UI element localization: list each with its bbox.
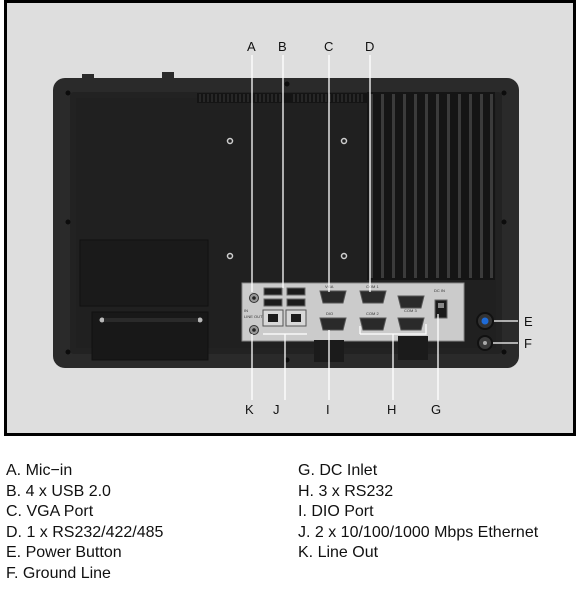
legend-item-f: F. Ground Line [6,564,111,582]
callout-g: G [431,402,441,417]
dc-inlet [434,299,448,319]
callout-b: B [278,39,287,54]
recess-panel-left [79,239,209,307]
legend-item-b: B. 4 x USB 2.0 [6,482,111,500]
io-label-com1: COM 1 [366,284,379,289]
legend-item-h: H. 3 x RS232 [298,482,394,500]
callout-k: K [245,402,254,417]
com2-port [359,317,387,331]
callout-h: H [387,402,396,417]
legend-item-c: C. VGA Port [6,503,94,521]
io-label-in: IN [244,308,248,313]
ethernet-ports [262,309,307,327]
callout-c: C [324,39,333,54]
io-label-dio: DIO [326,311,333,316]
com3-port-upper [397,295,425,309]
vga-port [319,290,347,304]
legend-item-a: A. Mic−in [6,462,73,479]
callout-f: F [524,336,532,351]
bracket-screw-right [197,317,203,323]
legend-item-k: K. Line Out [298,544,379,562]
legend-item-d: D. 1 x RS232/422/485 [6,523,164,541]
io-label-dc-in: DC IN [434,288,445,293]
speaker-grille-right [398,336,428,360]
top-vent [197,93,367,103]
legend-left-column: A. Mic−in B. 4 x USB 2.0 C. VGA Port D. … [6,461,163,585]
legend-item-j: J. 2 x 10/100/1000 Mbps Ethernet [298,523,539,541]
io-label-line-out: LINE OUT [244,314,263,319]
com1-port [359,290,387,304]
callout-d: D [365,39,374,54]
heatsink-fins [370,94,493,278]
legend-item-g: G. DC Inlet [298,462,378,479]
vesa-mount-holes [226,137,348,260]
bracket-screw-left [99,317,105,323]
top-tab-left [82,74,94,80]
io-label-com3: COM 3 [404,308,417,313]
bezel-screws [65,81,507,363]
leader-lines [251,55,518,400]
callout-a: A [247,39,256,54]
io-label-com2: COM 2 [366,311,379,316]
callout-j: J [273,402,280,417]
usb-ports [263,287,306,307]
bracket-rail [104,318,198,322]
com3-port [397,317,425,331]
legend-right-column: G. DC Inlet H. 3 x RS232 I. DIO Port J. … [298,461,538,564]
legend-item-e: E. Power Button [6,544,122,562]
callout-i: I [326,402,330,417]
heatsink [367,92,495,280]
legend-item-i: I. DIO Port [298,503,374,521]
top-tab-right [162,72,174,78]
device-diagram: IN LINE OUT VGA DIO COM 1 COM 2 COM 3 DC… [4,0,576,436]
dio-port [319,317,347,331]
callout-e: E [524,314,533,329]
